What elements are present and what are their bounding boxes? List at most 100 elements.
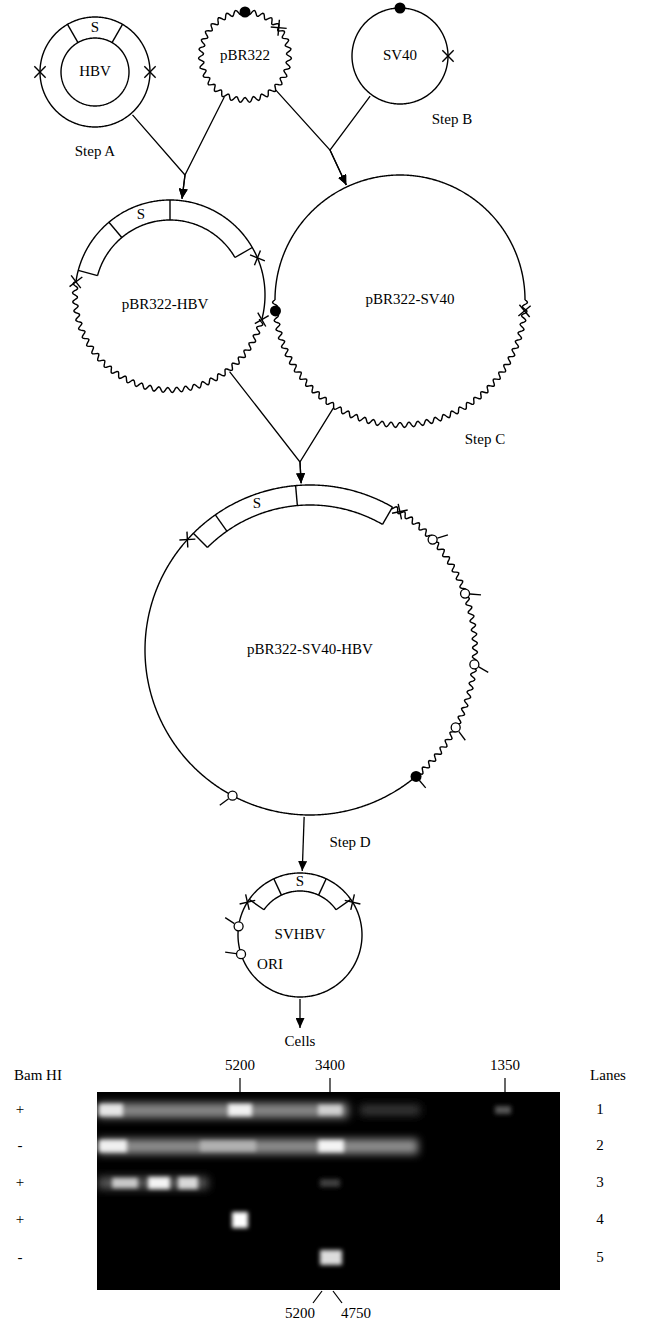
lane-smear xyxy=(98,1103,348,1118)
text-holder: + xyxy=(16,1174,24,1191)
text-holder: HBV xyxy=(79,63,111,80)
restriction-site-mark xyxy=(179,538,195,540)
segment-divider xyxy=(109,222,122,237)
open-site-circle xyxy=(228,791,237,800)
text-holder: 3 xyxy=(596,1174,604,1191)
dna-arc xyxy=(207,505,382,547)
gel-band xyxy=(318,1105,342,1115)
site-tick xyxy=(437,535,448,538)
process-arrow xyxy=(300,408,333,483)
dna-arc xyxy=(76,200,265,320)
marker-tick xyxy=(329,1078,330,1092)
size-marker: 5200 xyxy=(285,1305,315,1321)
lane-smear xyxy=(98,1177,208,1189)
digest-sign: + xyxy=(16,1101,24,1117)
segment-divider xyxy=(274,879,282,895)
text-holder: 5 xyxy=(596,1249,604,1266)
size-marker: 3400 xyxy=(315,1057,345,1073)
dna-arc xyxy=(238,873,362,997)
text-holder: Step C xyxy=(465,431,505,448)
outline-group xyxy=(199,7,292,103)
node-name: HBV xyxy=(79,63,111,79)
marker-tick xyxy=(333,1291,342,1303)
restriction-site-mark xyxy=(255,316,269,324)
plasmid-dna-arc xyxy=(391,507,477,776)
restriction-site-mark xyxy=(144,66,155,77)
gel-background xyxy=(97,1092,560,1290)
segment-divider xyxy=(235,248,252,258)
process-arrow xyxy=(330,96,370,185)
marker-tick xyxy=(504,1078,505,1092)
text-holder: Step D xyxy=(329,834,370,851)
step-label: Step A xyxy=(75,143,115,159)
gel-band xyxy=(228,1104,252,1116)
marker-tick xyxy=(313,1291,322,1303)
marker-tick xyxy=(239,1078,240,1092)
size-marker: 4750 xyxy=(341,1305,371,1321)
text-holder: S xyxy=(296,873,304,890)
text-holder: pBR322 xyxy=(220,47,270,64)
filled-site-dot xyxy=(270,305,281,316)
node-name: pBR322-SV40-HBV xyxy=(247,641,373,657)
restriction-site-mark xyxy=(442,50,453,61)
open-site-circle xyxy=(461,589,470,598)
open-site-circle xyxy=(428,535,437,544)
recombinant-plasmid-circle: SpBR322-SV40-HBV xyxy=(145,485,475,815)
text-holder: 2 xyxy=(596,1137,604,1154)
open-site-circle xyxy=(237,950,246,959)
text-holder: Cells xyxy=(285,1033,316,1050)
site-tick xyxy=(220,799,229,806)
site-tick xyxy=(479,667,489,673)
process-arrow xyxy=(302,817,304,871)
process-arrow xyxy=(230,372,302,484)
gel-band xyxy=(232,1212,248,1228)
target-cells-node: Cells xyxy=(280,1031,321,1053)
dna-arc xyxy=(275,175,525,300)
outline-group xyxy=(225,873,362,997)
recombinant-plasmid-circle: pBR322-SV40 xyxy=(275,175,525,425)
digest-sign: + xyxy=(16,1211,24,1227)
segment-label: S xyxy=(296,873,304,889)
gel-band xyxy=(148,1177,170,1189)
connector-group xyxy=(133,90,371,1028)
text-holder: 1350 xyxy=(490,1057,520,1074)
restriction-site-mark xyxy=(34,66,45,77)
node-name: pBR322 xyxy=(220,47,270,63)
node-name: pBR322-HBV xyxy=(122,296,209,312)
dna-arc xyxy=(40,17,150,127)
text-holder: 4750 xyxy=(341,1305,371,1322)
site-tick xyxy=(470,593,481,595)
text-holder: 5200 xyxy=(285,1305,315,1322)
gel-band xyxy=(318,1140,344,1152)
text-holder: - xyxy=(18,1137,23,1154)
dna-arc xyxy=(264,891,336,910)
gel-smears xyxy=(98,1103,420,1189)
marker-ticks xyxy=(240,1078,505,1303)
segment-divider xyxy=(383,507,393,524)
step-label: Step C xyxy=(465,431,505,447)
segment-label: S xyxy=(253,495,261,511)
site-tick xyxy=(459,731,466,740)
filled-site-dot xyxy=(240,7,251,18)
gel-band xyxy=(320,1250,342,1265)
text-holder: Bam HI xyxy=(14,1067,62,1084)
digest-sign: - xyxy=(18,1249,23,1265)
site-tick xyxy=(419,780,425,788)
plasmid-dna-arc xyxy=(273,300,528,427)
segment-divider xyxy=(78,270,97,275)
node-name: SV40 xyxy=(383,47,417,63)
plasmid-dna-arc xyxy=(199,10,292,103)
text-holder: pBR322-HBV xyxy=(122,296,209,313)
restriction-site-mark xyxy=(518,306,530,316)
lane-number: 3 xyxy=(596,1174,604,1190)
segment-divider xyxy=(169,200,170,220)
segment-divider xyxy=(193,533,207,547)
site-tick xyxy=(225,952,236,953)
gel-band xyxy=(178,1177,198,1189)
step-label: Step B xyxy=(432,111,472,127)
outline-group xyxy=(70,200,269,392)
restriction-site-mark xyxy=(442,50,453,61)
